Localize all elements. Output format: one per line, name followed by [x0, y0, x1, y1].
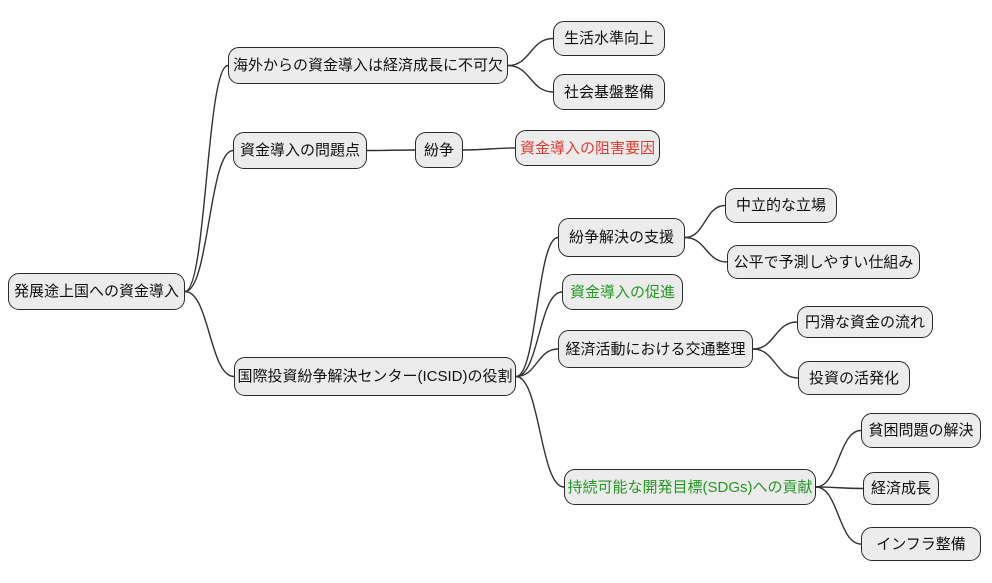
node-obstacle: 資金導入の阻害要因: [515, 130, 660, 166]
node-neutral: 中立的な立場: [725, 188, 837, 223]
edge-overseas-living: [507, 37, 554, 67]
edge-overseas-infra-social: [507, 64, 554, 93]
node-icsid: 国際投資紛争解決センター(ICSID)の役割: [234, 357, 516, 396]
edge-icsid-promote: [515, 291, 563, 378]
node-poverty: 貧困問題の解決: [861, 413, 981, 448]
node-root: 発展途上国への資金導入: [8, 273, 185, 310]
edge-support-fair: [684, 236, 728, 263]
node-support: 紛争解決の支援: [558, 218, 685, 257]
edge-dispute-obstacle: [462, 147, 516, 151]
node-traffic: 経済活動における交通整理: [558, 330, 753, 368]
edge-support-neutral: [684, 204, 726, 239]
edge-sdgs-growth: [815, 486, 864, 490]
edge-root-problem: [184, 149, 234, 293]
edge-traffic-invest: [752, 348, 799, 379]
node-promote: 資金導入の促進: [562, 274, 683, 310]
edge-icsid-traffic: [515, 348, 559, 378]
edge-root-icsid: [184, 290, 235, 378]
node-problem: 資金導入の問題点: [233, 132, 367, 169]
edge-icsid-sdgs: [515, 375, 565, 488]
node-invest: 投資の活発化: [798, 361, 910, 395]
edge-sdgs-infra: [815, 486, 862, 545]
node-infra-social: 社会基盤整備: [553, 74, 665, 110]
edge-problem-dispute: [366, 149, 416, 152]
node-sdgs: 持続可能な開発目標(SDGs)への貢献: [564, 469, 816, 505]
node-overseas: 海外からの資金導入は経済成長に不可欠: [228, 47, 508, 84]
node-smooth: 円滑な資金の流れ: [797, 306, 933, 338]
node-infra: インフラ整備: [861, 527, 981, 561]
node-growth: 経済成長: [863, 472, 939, 505]
node-dispute: 紛争: [415, 132, 463, 168]
node-fair: 公平で予測しやすい仕組み: [727, 245, 920, 279]
edge-icsid-support: [515, 236, 559, 378]
edge-traffic-smooth: [752, 321, 798, 350]
edge-sdgs-poverty: [815, 429, 862, 488]
edge-root-overseas: [184, 64, 229, 293]
node-living: 生活水準向上: [553, 21, 665, 56]
